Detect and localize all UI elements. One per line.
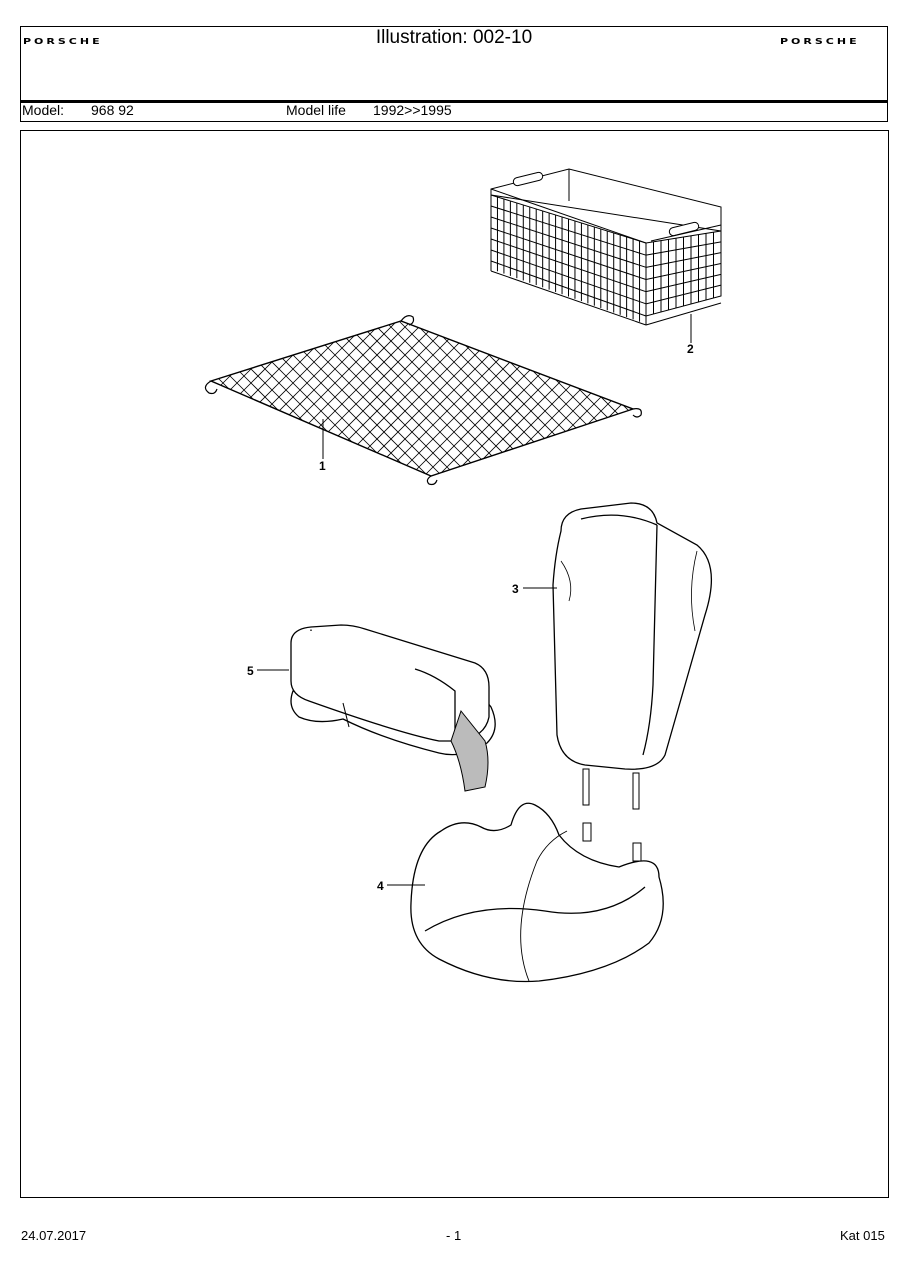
model-life-label: Model life <box>286 102 346 118</box>
porsche-logo-left: PORSCHE <box>23 37 103 47</box>
model-life-value: 1992>>1995 <box>373 102 452 118</box>
header-divider <box>21 100 887 103</box>
callout-net: 1 <box>319 459 326 473</box>
wire-basket-drawing <box>490 168 722 343</box>
callout-backrest-cover: 3 <box>512 582 519 596</box>
model-label: Model: <box>22 102 65 118</box>
seat-cushion-drawing <box>410 802 664 983</box>
cargo-net-drawing <box>204 315 642 486</box>
callout-headrest: 5 <box>247 664 254 678</box>
parts-illustration: 2 1 3 <box>204 168 722 983</box>
illustration-frame: 2 1 3 <box>20 130 889 1198</box>
model-value: 968 92 <box>91 102 134 118</box>
porsche-logo-right: PORSCHE <box>780 37 860 47</box>
footer-catalog: Kat 015 <box>840 1228 885 1243</box>
page-title: Illustration: 002-10 <box>375 27 533 48</box>
footer-date: 24.07.2017 <box>21 1228 87 1243</box>
callout-basket: 2 <box>687 342 694 356</box>
footer-page-number: - 1 <box>446 1228 462 1243</box>
callout-cushion: 4 <box>377 879 384 893</box>
header-box: PORSCHE Illustration: 002-10 PORSCHE Mod… <box>20 26 888 122</box>
backrest-cover-drawing <box>552 502 712 810</box>
headrest-drawing <box>290 624 496 792</box>
